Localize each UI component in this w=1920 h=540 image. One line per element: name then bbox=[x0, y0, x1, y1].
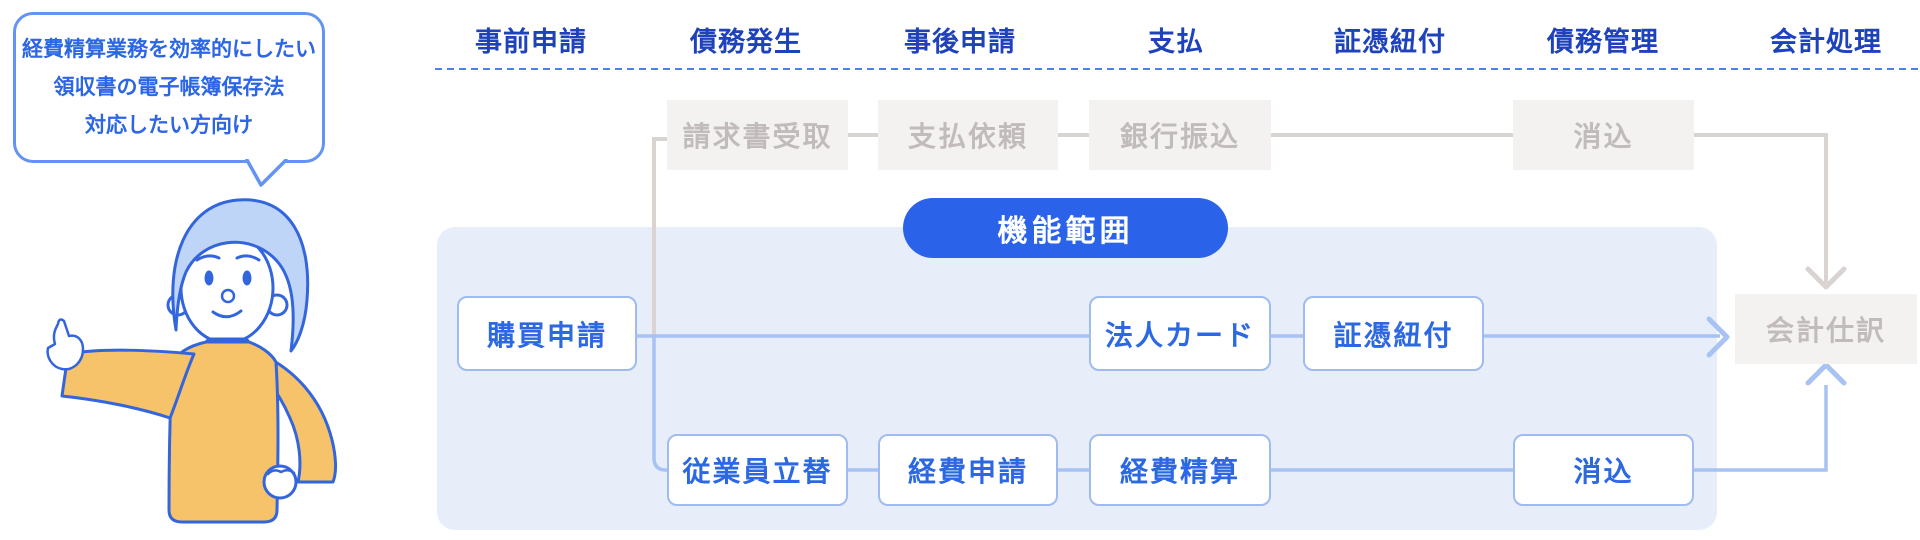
scope-panel bbox=[437, 227, 1717, 530]
stage-header-debt-management: 債務管理 bbox=[1547, 27, 1659, 57]
flow-box-accounting-journal: 会計仕訳 bbox=[1735, 294, 1917, 364]
flow-box-voucher-linking: 証憑紐付 bbox=[1303, 296, 1484, 371]
flow-box-expense-settlement: 経費精算 bbox=[1089, 434, 1271, 506]
nose bbox=[220, 288, 236, 304]
mouth bbox=[211, 309, 243, 319]
fist-knuckles bbox=[266, 469, 296, 476]
hand-fist bbox=[262, 464, 298, 500]
flow-box-clearing-gray: 消込 bbox=[1513, 100, 1694, 170]
person-illustration bbox=[46, 198, 337, 524]
speech-bubble-line-1: 経費精算業務を効率的にしたい bbox=[22, 37, 316, 61]
flow-box-clearing-blue: 消込 bbox=[1513, 434, 1694, 506]
arm-left-sleeve bbox=[60, 348, 196, 420]
hair bbox=[171, 198, 310, 353]
flow-box-employee-advance: 従業員立替 bbox=[667, 434, 848, 506]
flow-box-invoice-receipt: 請求書受取 bbox=[667, 100, 848, 170]
stage-header-post-application: 事後申請 bbox=[904, 27, 1016, 57]
speech-bubble-line-3: 対応したい方向け bbox=[85, 113, 253, 137]
speech-bubble-tail bbox=[245, 159, 288, 187]
flow-box-corporate-card: 法人カード bbox=[1089, 296, 1271, 371]
eye-left bbox=[204, 270, 214, 286]
arrow-up-icon bbox=[1805, 362, 1847, 386]
flow-box-bank-transfer: 銀行振込 bbox=[1089, 100, 1271, 170]
flow-box-expense-request: 経費申請 bbox=[878, 434, 1058, 506]
hand-pointing bbox=[46, 318, 85, 371]
speech-bubble: 経費精算業務を効率的にしたい 領収書の電子帳簿保存法 対応したい方向け bbox=[13, 12, 325, 163]
flow-box-purchase-request: 購買申請 bbox=[457, 296, 637, 371]
stage-header-debt-occurrence: 債務発生 bbox=[690, 27, 802, 57]
stage-header-voucher-linking: 証憑紐付 bbox=[1334, 27, 1446, 57]
scope-pill-label: 機能範囲 bbox=[997, 215, 1134, 248]
scope-pill: 機能範囲 bbox=[903, 198, 1228, 258]
speech-bubble-line-2: 領収書の電子帳簿保存法 bbox=[53, 75, 285, 99]
eyebrow-left bbox=[195, 254, 221, 262]
stage-header-pre-application: 事前申請 bbox=[475, 27, 587, 57]
stage-header-accounting: 会計処理 bbox=[1770, 27, 1882, 57]
arrow-down-icon bbox=[1805, 266, 1847, 290]
eye-right bbox=[242, 270, 252, 286]
stage-header-payment: 支払 bbox=[1148, 27, 1204, 57]
flow-box-payment-request: 支払依頼 bbox=[878, 100, 1058, 170]
eyebrow-right bbox=[235, 254, 261, 262]
